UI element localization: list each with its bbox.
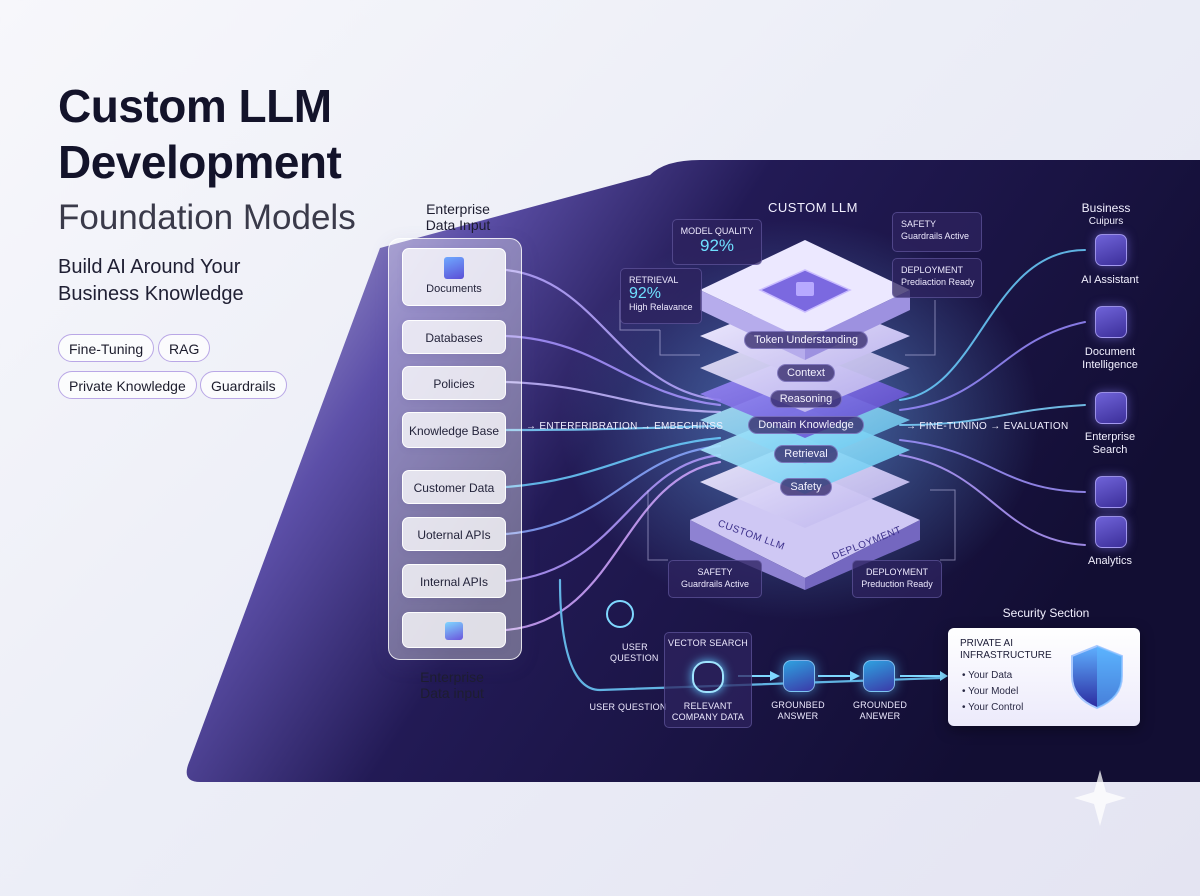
shield-icon (1071, 644, 1123, 710)
output-intelligence-label: Intelligence (1082, 359, 1138, 371)
flow-left-labels: → ENTERFRIBRATION → EMBECHINSS (526, 421, 724, 432)
output-enterprise-label: Enterprise (1084, 431, 1136, 443)
security-bullet-1: • Your Data (962, 670, 1013, 681)
robot-icon (1095, 234, 1127, 266)
input-uoternal-apis: Uoternal APIs (402, 517, 506, 551)
relevant-line1: RELEVANT (683, 701, 733, 711)
output-document-intelligence: Document Intelligence (1066, 346, 1154, 372)
retrieval-value: 92% (629, 285, 662, 302)
input-documents-label: Documents (426, 283, 482, 295)
model-quality-label: MODEL QUALITY (680, 226, 754, 236)
deployment-bottom-label: DEPLOYMENT (865, 567, 928, 577)
retrieval-label: RETRIEVAL (629, 275, 679, 285)
output-document-label: Document (1084, 346, 1136, 358)
page-title-line2: Development (58, 136, 342, 188)
globe-lock-icon (863, 660, 895, 692)
security-card-title: PRIVATE AI INFRASTRUCTURE (960, 638, 1052, 662)
page-subtitle: Foundation Models (58, 198, 356, 237)
deployment-top-note: Prediaction Ready (901, 277, 975, 287)
retrieval-note: High Relavance (629, 302, 693, 312)
inputs-bottom-line2: Data input (420, 685, 484, 701)
grounded1-line2: ANSWER (777, 711, 819, 721)
security-bullet-2: • Your Model (962, 686, 1019, 697)
grounded-answer-2: GROUNDED ANEWER (846, 700, 914, 722)
pill-rag: RAG (158, 334, 211, 362)
input-knowledge-base: Knowledge Base (402, 412, 506, 448)
page-title-line1: Custom LLM (58, 80, 332, 132)
flow-right-labels: → FINE-TUNINO → EVALUATION (906, 421, 1069, 432)
input-documents: Documents (402, 248, 506, 306)
vector-search-label: VECTOR SEARCH (668, 638, 748, 648)
deployment-bottom-note: Preduction Ready (861, 579, 933, 589)
grounded-answer-1: GROUNBED ANSWER (764, 700, 832, 722)
grounded2-line2: ANEWER (859, 711, 901, 721)
relevant-line2: COMPANY DATA (671, 712, 745, 722)
flow-evaluation: EVALUATION (1003, 421, 1069, 432)
user-question-top: USER QUESTION (596, 642, 659, 664)
inputs-bottom-line1: Enterprise (420, 669, 484, 685)
data-cubes-icon (445, 622, 463, 640)
security-card: PRIVATE AI INFRASTRUCTURE • Your Data • … (948, 628, 1140, 726)
card-deployment-top: DEPLOYMENT Prediaction Ready (892, 258, 982, 298)
flow-fine-tunino: FINE-TUNINO (919, 421, 988, 432)
pill-private-knowledge: Private Knowledge (58, 371, 197, 399)
tagline-line1: Build AI Around Your (58, 256, 241, 278)
outputs-title-line2: Cuipurs (1088, 216, 1124, 227)
document-stack-icon (444, 257, 464, 279)
safety-top-label: SAFETY (901, 219, 937, 229)
card-safety-top: SAFETY Guardrails Active (892, 212, 982, 252)
inputs-title-line1: Enterprise (426, 201, 490, 217)
safety-bottom-note: Guardrails Active (680, 579, 750, 589)
security-section-title: Security Section (1002, 606, 1090, 620)
security-bullet-3: • Your Control (962, 702, 1024, 713)
output-enterprise-search: Enterprise Search (1066, 431, 1154, 457)
user-question-top-line2: QUESTION (610, 653, 659, 663)
card-model-quality: MODEL QUALITY 92% (672, 219, 762, 265)
deployment-top-label: DEPLOYMENT (901, 265, 964, 275)
input-policies: Policies (402, 366, 506, 400)
grounded1-line1: GROUNBED (771, 700, 825, 710)
inputs-title: Enterprise Data Input (398, 201, 518, 233)
safety-bottom-label: SAFETY (697, 567, 733, 577)
bullet-your-model: Your Model (968, 686, 1019, 697)
grounded2-line1: GROUNDED (852, 700, 908, 710)
network-icon (1095, 476, 1127, 508)
inputs-title-line2: Data Input (425, 217, 491, 233)
shield-check-icon (783, 660, 815, 692)
output-analytics: Analytics (1087, 555, 1133, 567)
model-quality-value: 92% (699, 236, 735, 255)
card-deployment-bottom: DEPLOYMENT Preduction Ready (852, 560, 942, 598)
bullet-your-control: Your Control (968, 702, 1024, 713)
security-bullets: • Your Data • Your Model • Your Control (962, 668, 1023, 716)
core-title: CUSTOM LLM (768, 200, 858, 215)
security-card-title-line2: INFRASTRUCTURE (960, 650, 1052, 661)
user-question-bottom: USER QUESTION (589, 702, 667, 712)
input-customer-data: Customer Data (402, 470, 506, 504)
outputs-title: Business Cuipurs (1066, 202, 1146, 228)
search-icon (1095, 392, 1127, 424)
document-icon (1095, 306, 1127, 338)
inputs-title-bottom: Enterprise Data input (392, 669, 512, 701)
output-search-label: Search (1092, 444, 1128, 456)
bar-chart-icon (1095, 516, 1127, 548)
outputs-title-line1: Business (1081, 201, 1131, 215)
vector-search-icon (692, 661, 724, 693)
input-data-cubes (402, 612, 506, 648)
user-question-top-line1: USER (622, 642, 648, 652)
vector-search-card: VECTOR SEARCH RELEVANT COMPANY DATA (664, 632, 752, 728)
output-ai-assistant: AI Assistant (1081, 274, 1139, 286)
pill-guardrails: Guardrails (200, 371, 287, 399)
security-card-title-line1: PRIVATE AI (960, 638, 1013, 649)
tagline-line2: Business Knowledge (58, 283, 244, 305)
input-databases: Databases (402, 320, 506, 354)
input-internal-apis: Internal APIs (402, 564, 506, 598)
user-icon (606, 600, 634, 628)
card-safety-bottom: SAFETY Guardrails Active (668, 560, 762, 598)
card-retrieval: RETRIEVAL 92% High Relavance (620, 268, 702, 324)
pill-fine-tuning: Fine-Tuning (58, 334, 155, 362)
flow-embechinss: EMBECHINSS (654, 421, 724, 432)
safety-top-note: Guardrails Active (901, 231, 970, 241)
bullet-your-data: Your Data (968, 670, 1013, 681)
flow-enterfribration: ENTERFRIBRATION (539, 421, 638, 432)
